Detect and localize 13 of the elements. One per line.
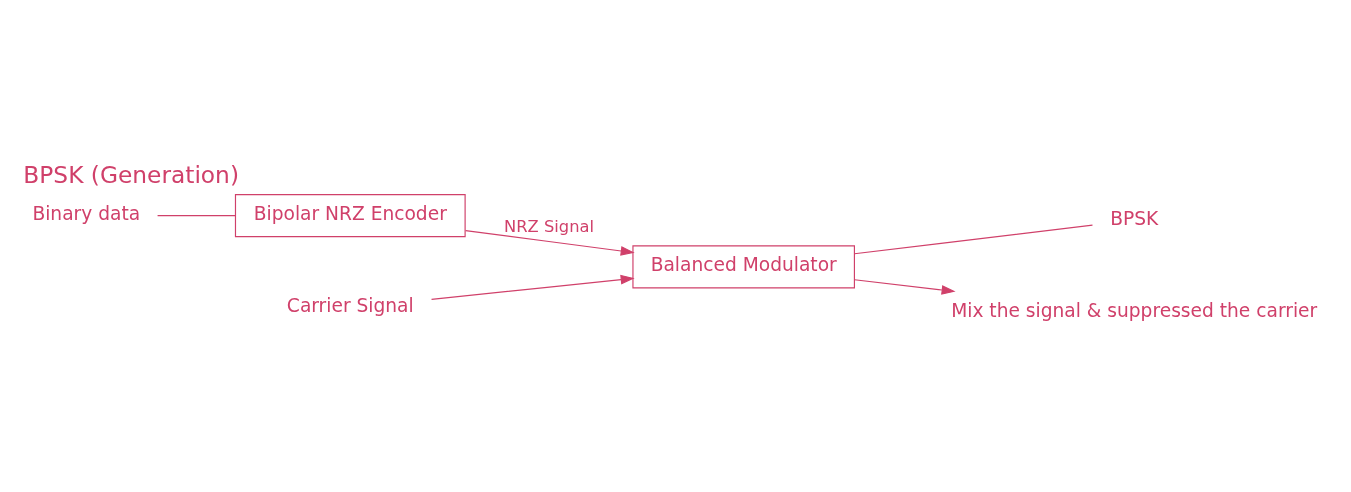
- edge-label: NRZ Signal: [504, 216, 594, 236]
- node-box: Balanced Modulator: [632, 244, 855, 288]
- node-text: Carrier Signal: [286, 294, 414, 316]
- connector: [853, 224, 1094, 254]
- arrow: [430, 274, 635, 300]
- node-box: Bipolar NRZ Encoder: [234, 193, 466, 237]
- node-text: Mix the signal & suppressed the carrier: [951, 299, 1318, 321]
- arrow: [465, 229, 635, 256]
- node-text: BPSK: [1110, 207, 1159, 229]
- arrow: [853, 278, 956, 295]
- diagram-title: BPSK (Generation): [23, 160, 239, 188]
- node-text: Binary data: [32, 202, 141, 224]
- connector: [157, 214, 236, 216]
